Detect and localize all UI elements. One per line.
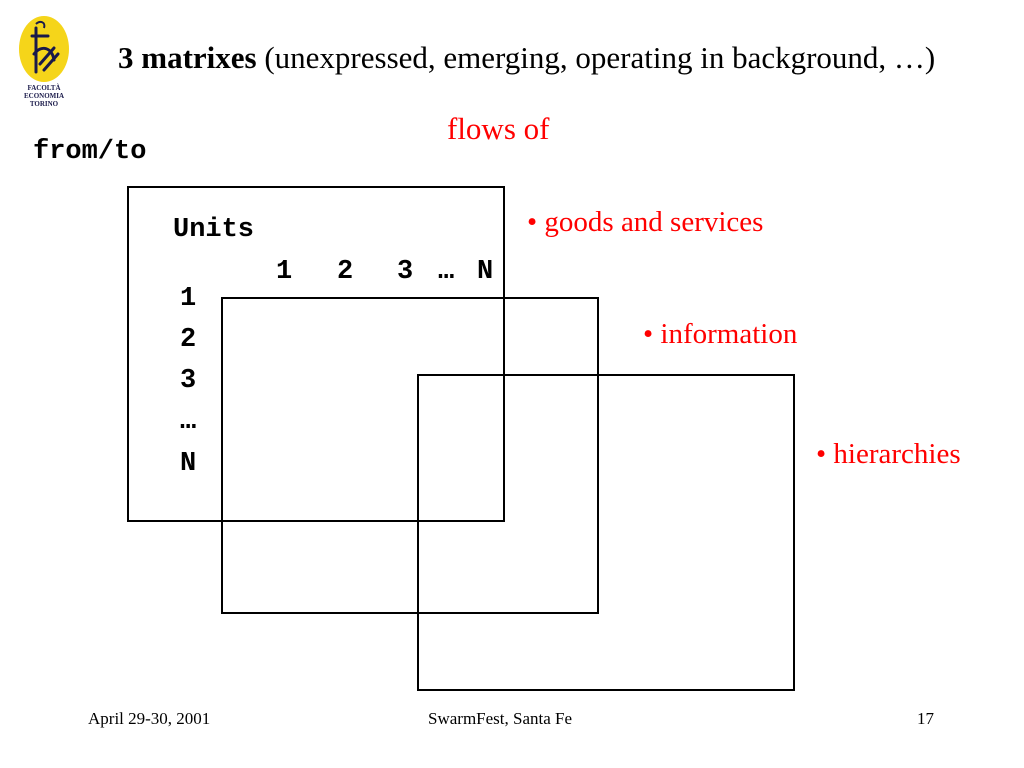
faculty-logo: FACOLTÀ ECONOMIA TORINO (14, 14, 74, 109)
from-to-label: from/to (33, 137, 147, 167)
row-header: 2 (180, 325, 197, 355)
slide-title-bold: 3 matrixes (118, 40, 257, 75)
column-header: 1 (276, 257, 293, 287)
logo-line-2: ECONOMIA (23, 92, 65, 100)
flow-item-hierarchies: • hierarchies (816, 438, 961, 470)
footer-event: SwarmFest, Santa Fe (428, 709, 573, 728)
footer-page-number: 17 (917, 709, 934, 728)
matrix-box-goods (127, 186, 505, 522)
flow-item-information: • information (643, 318, 798, 350)
row-header: … (180, 407, 197, 437)
slide-title-rest: (unexpressed, emerging, operating in bac… (256, 40, 936, 75)
column-header: N (477, 257, 494, 287)
matrix-box-hierarchies (417, 374, 795, 691)
slide-title: 3 matrixes (unexpressed, emerging, opera… (118, 40, 935, 76)
units-label: Units (173, 215, 255, 245)
column-header: 2 (337, 257, 354, 287)
column-header: … (438, 257, 455, 287)
flows-of-label: flows of (447, 111, 550, 146)
flow-item-goods: • goods and services (527, 206, 764, 238)
row-header: 3 (180, 366, 197, 396)
footer-date: April 29-30, 2001 (88, 709, 211, 728)
matrix-box-information (221, 297, 599, 614)
column-header: 3 (397, 257, 414, 287)
logo-emblem-icon (19, 16, 69, 82)
row-header: N (180, 449, 197, 479)
logo-line-3: TORINO (29, 100, 59, 108)
logo-line-1: FACOLTÀ (27, 84, 61, 92)
row-header: 1 (180, 284, 197, 314)
